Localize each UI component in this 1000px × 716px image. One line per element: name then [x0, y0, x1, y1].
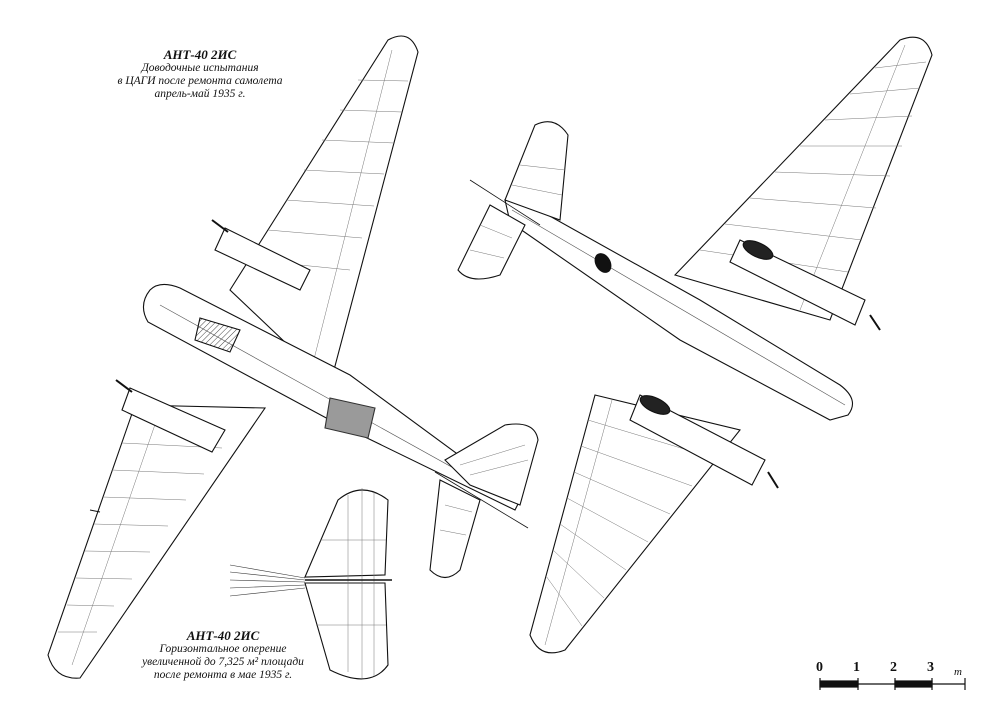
left-wing-upper	[229, 35, 419, 387]
left-fuselage	[142, 283, 521, 511]
left-cockpit-glazing	[194, 317, 241, 353]
left-tailplane-lower	[429, 479, 481, 579]
right-tailplane-lower	[457, 204, 526, 280]
caption-top-title: АНТ-40 2ИС	[163, 47, 237, 62]
right-radiator-upper	[742, 240, 774, 260]
detail-fuselage-lines	[229, 564, 306, 597]
right-fuselage-hatch	[594, 253, 612, 273]
right-tailplane-upper	[504, 121, 569, 221]
scale-label-0: 0	[816, 660, 823, 675]
left-wing-lower-ribs	[58, 409, 223, 666]
caption-top-line: Доводочные испытания	[141, 62, 259, 74]
caption-top-line: в ЦАГИ после ремонта самолета	[117, 75, 283, 87]
aircraft-top-view	[47, 35, 539, 679]
detail-tail-upper	[304, 489, 389, 578]
caption-top: АНТ-40 2ИС Доводочные испытания в ЦАГИ п…	[100, 47, 300, 101]
caption-bottom-line: Горизонтальное оперение	[159, 643, 287, 655]
right-radiator-lower	[639, 395, 671, 415]
scale-label-3: 3	[927, 660, 934, 675]
left-nacelle-lower	[121, 387, 226, 453]
left-tailplane-upper	[444, 423, 539, 506]
right-fuselage	[504, 199, 854, 421]
right-nacelle-upper	[729, 239, 866, 326]
caption-top-line: апрель-май 1935 г.	[154, 88, 246, 100]
left-nacelle-upper	[214, 227, 311, 291]
right-nacelle-lower	[629, 394, 766, 486]
aircraft-bottom-view	[457, 36, 933, 654]
caption-bottom-line: увеличенной до 7,325 м² площади	[142, 656, 304, 668]
left-wing-lower	[47, 404, 267, 679]
scale-label-2: 2	[890, 660, 897, 675]
right-wing-lower	[529, 394, 741, 654]
scale-bar	[819, 678, 966, 690]
tailplane-detail	[229, 488, 392, 680]
caption-bottom-line: после ремонта в мае 1935 г.	[153, 669, 293, 681]
caption-bottom: АНТ-40 2ИС Горизонтальное оперение увели…	[128, 628, 318, 682]
caption-bottom-title: АНТ-40 2ИС	[186, 628, 260, 643]
left-turret-shade	[324, 397, 376, 439]
scale-label-1: 1	[853, 660, 860, 675]
scale-unit: m	[954, 666, 962, 678]
detail-tail-lower	[304, 582, 389, 680]
